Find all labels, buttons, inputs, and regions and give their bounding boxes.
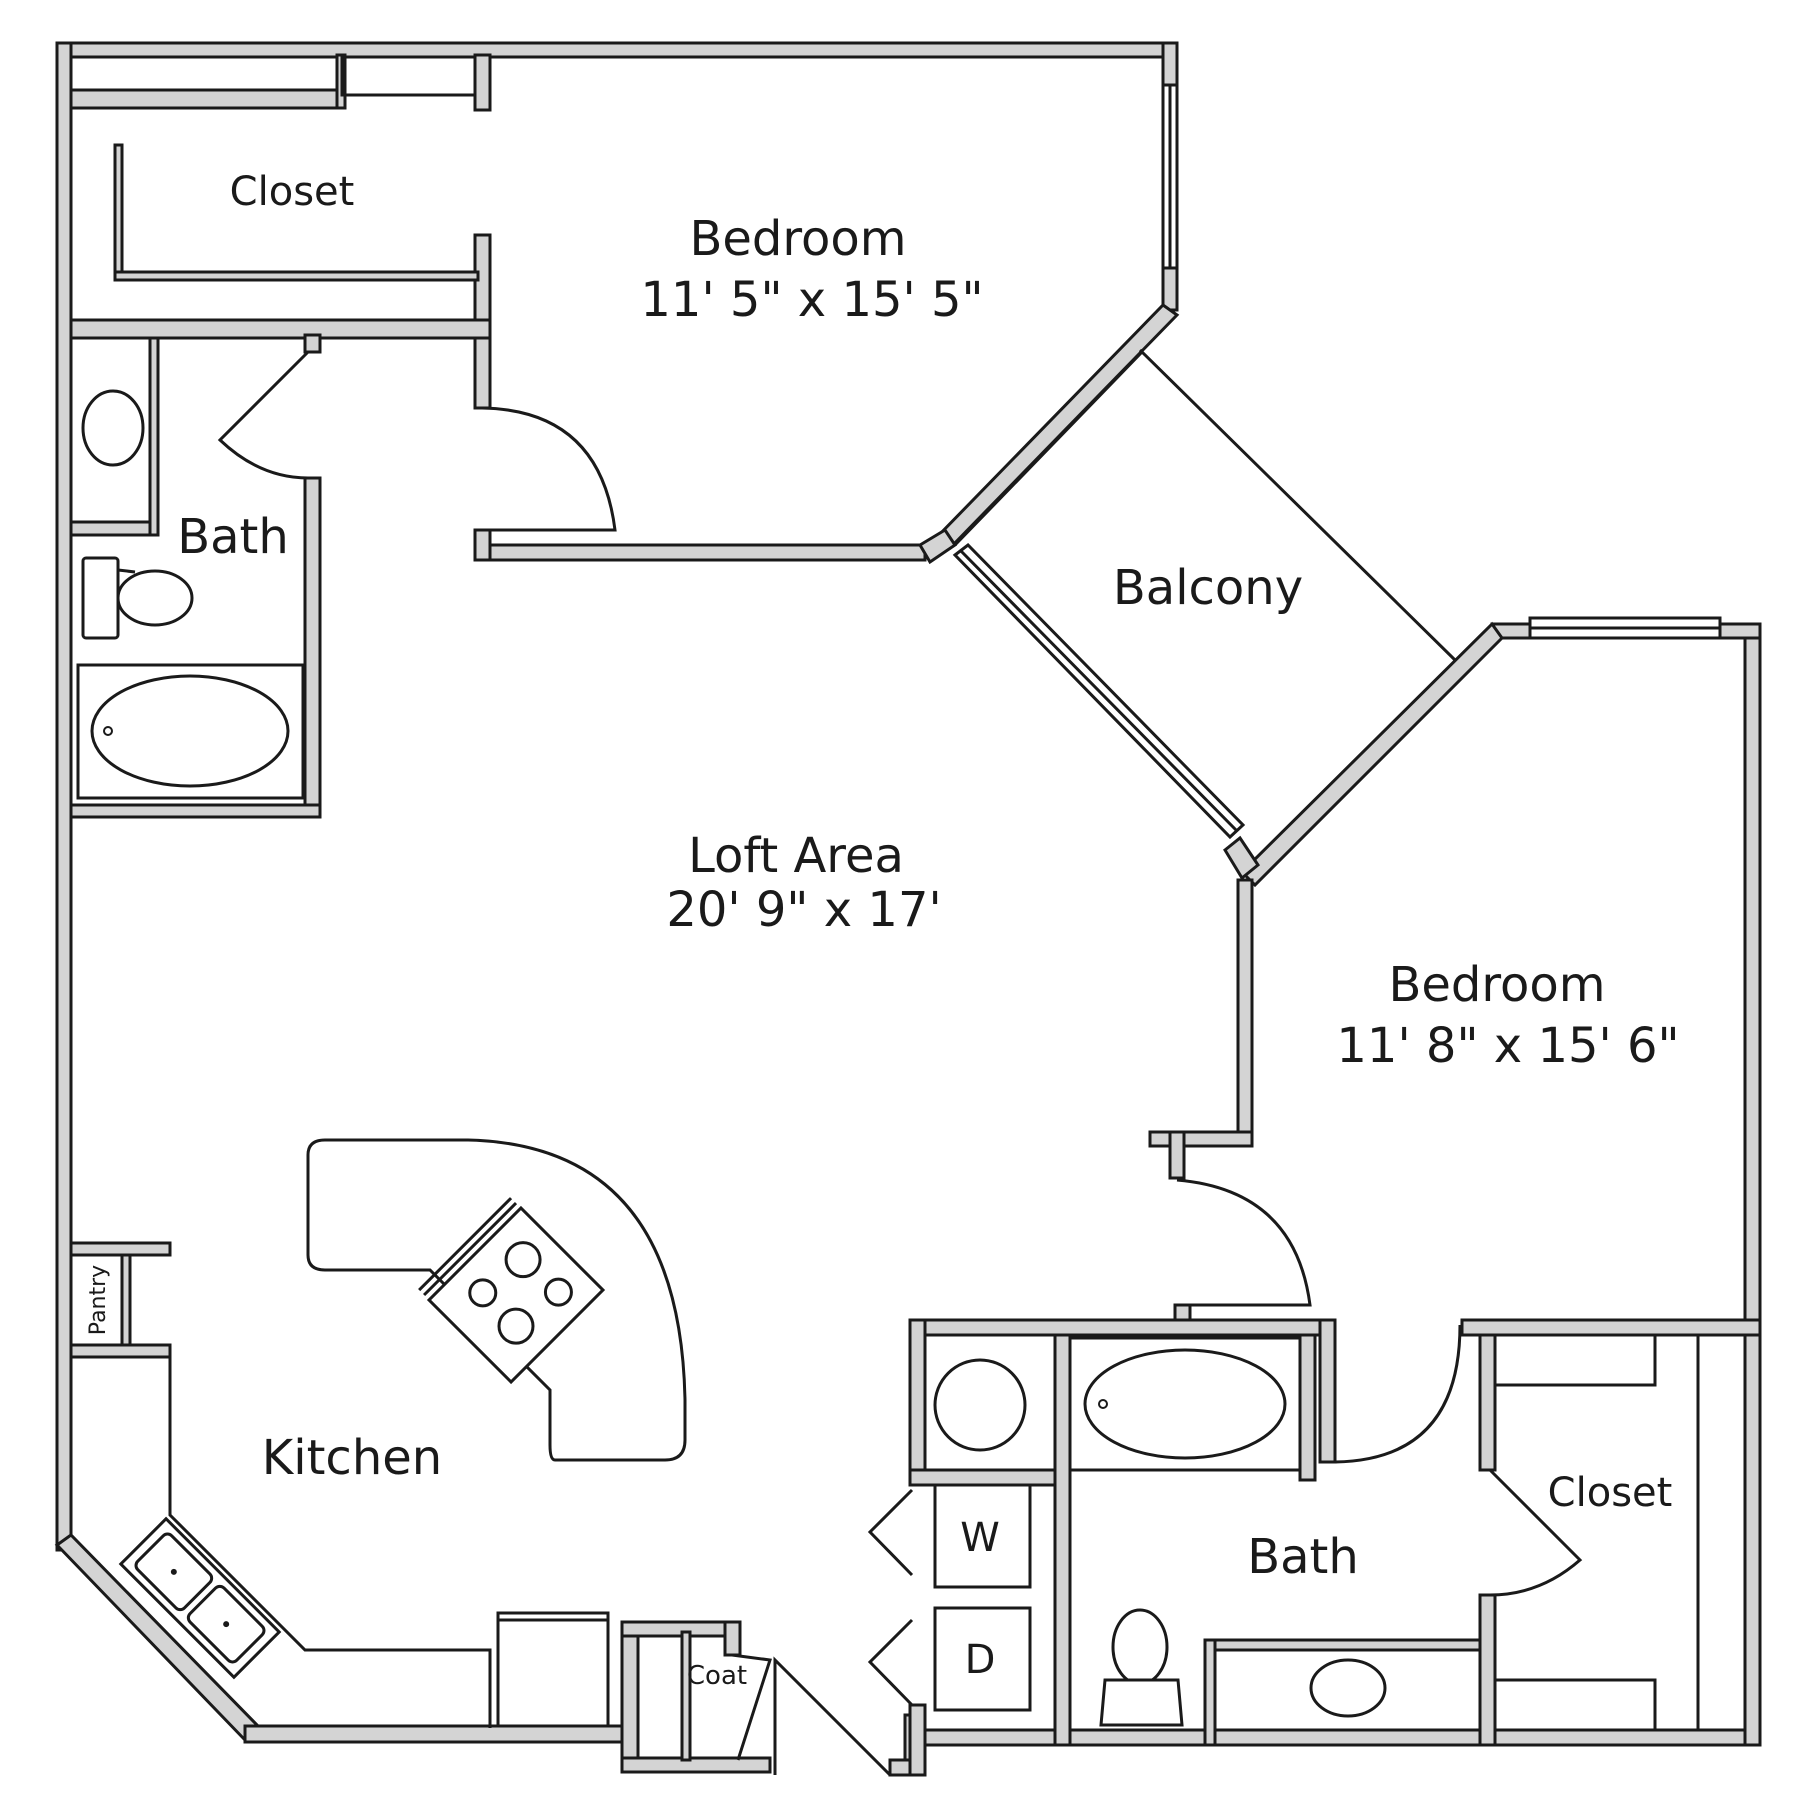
- door-bedroom-top: [481, 406, 617, 532]
- wall-bedroom-bottom: [476, 543, 927, 562]
- wall-right-bedroom-left: [1236, 878, 1254, 1142]
- wall-closet-right-left: [1478, 1318, 1497, 1472]
- wall-right-bedroom-step: [1148, 1130, 1254, 1148]
- closet-shelves-top: [340, 55, 477, 97]
- wall-bath-top-stub: [303, 333, 322, 354]
- wall-bath-vanity-left: [1203, 1638, 1217, 1747]
- door-bath-left: [217, 350, 310, 480]
- wall-laundry-mid: [908, 1468, 1072, 1487]
- label-coat: Coat: [687, 1661, 747, 1691]
- label-pantry: Pantry: [86, 1265, 111, 1335]
- wall-laundry-top: [908, 1318, 1337, 1337]
- door-closet-right: [1488, 1468, 1583, 1597]
- door-washer: [867, 1488, 914, 1577]
- door-bedroom-right: [1176, 1178, 1312, 1307]
- label-loft: Loft Area: [688, 828, 904, 884]
- wall-outer-right-top-2: [1161, 266, 1179, 312]
- label-closet-right: Closet: [1548, 1470, 1673, 1516]
- wall-diag-bedroom: [935, 303, 1180, 551]
- label-bedroom-right: Bedroom: [1388, 957, 1605, 1013]
- wall-closet-bottom: [69, 318, 492, 340]
- wall-bedroom-door-low: [473, 528, 492, 562]
- door-dryer: [867, 1618, 914, 1707]
- doors: [217, 350, 1583, 1777]
- label-dryer: D: [965, 1637, 996, 1683]
- label-bedroom-top-dims: 11' 5" x 15' 5": [640, 272, 983, 328]
- wall-outer-top: [55, 41, 1179, 59]
- wall-outer-bottom-coat: [620, 1620, 640, 1774]
- wall-outer-bottom-left: [243, 1724, 632, 1744]
- label-balcony: Balcony: [1113, 560, 1303, 616]
- dryer-icon: [933, 1606, 1032, 1712]
- wall-laundry-left: [908, 1318, 927, 1487]
- coat-shelf: [636, 1634, 684, 1760]
- label-bath-left: Bath: [177, 509, 289, 565]
- label-loft-dims: 20' 9" x 17': [666, 882, 941, 938]
- water-heater-icon: [933, 1358, 1027, 1452]
- door-bath-right: [1334, 1324, 1462, 1464]
- kitchen-island: [306, 1138, 687, 1462]
- wall-outer-right: [1743, 622, 1762, 1747]
- kitchen-counter: [168, 1357, 492, 1728]
- wall-outer-left: [55, 41, 73, 1552]
- wall-bath-vanity-divider: [69, 520, 160, 537]
- wall-pantry-top: [69, 1241, 172, 1257]
- window-bedroom-right: [1528, 616, 1722, 640]
- wall-closet-inner-left: [113, 143, 124, 280]
- closet-shelves-right: [1493, 1333, 1700, 1732]
- wall-laundry-divider: [1053, 1333, 1072, 1747]
- toilet-right-icon: [1099, 1608, 1184, 1727]
- wall-closet-right: [473, 53, 492, 112]
- wall-bath-right-jamb: [1318, 1318, 1337, 1464]
- door-entry: [773, 1656, 892, 1777]
- vanity-sink-right-icon: [1213, 1648, 1482, 1732]
- wall-coat-bottom: [620, 1756, 772, 1774]
- wall-right-bedroom-bottom: [1460, 1318, 1762, 1337]
- bathtub-right-icon: [1068, 1336, 1302, 1472]
- wall-closet-right-left-low: [1478, 1593, 1497, 1747]
- washer-icon: [933, 1483, 1032, 1589]
- label-bath-right: Bath: [1247, 1529, 1359, 1585]
- wall-bath-right: [303, 476, 322, 819]
- kitchen-sink-icon: [118, 1516, 282, 1680]
- wall-tub-right: [1298, 1333, 1317, 1482]
- wall-coat-right: [723, 1620, 742, 1657]
- sink-icon: [81, 389, 145, 467]
- wall-outer-right-top: [1161, 41, 1179, 87]
- bath-left-fixtures: [76, 389, 305, 800]
- label-closet-top: Closet: [230, 169, 355, 215]
- toilet-icon: [81, 556, 194, 640]
- bath-right-fixtures: [1068, 1336, 1482, 1732]
- wall-balcony-corner: [1223, 835, 1261, 881]
- labels: Closet Bedroom 11' 5" x 15' 5" Bath Balc…: [86, 169, 1680, 1691]
- window-bedroom-top: [1161, 83, 1179, 270]
- wall-pantry-side: [120, 1253, 132, 1347]
- label-bedroom-right-dims: 11' 8" x 15' 6": [1336, 1018, 1679, 1074]
- label-bedroom-top: Bedroom: [689, 211, 906, 267]
- wall-closet-inner-bottom: [113, 270, 480, 282]
- door-coat: [731, 1653, 772, 1761]
- sliding-door-balcony: [952, 543, 1246, 840]
- balcony-outline: [953, 348, 1457, 662]
- label-kitchen: Kitchen: [262, 1430, 442, 1486]
- walls: [54, 41, 1762, 1777]
- wall-right-bedroom-door-jamb: [1168, 1130, 1186, 1180]
- wall-pantry-bottom: [69, 1343, 172, 1359]
- wall-closet-top-shelf: [69, 88, 344, 110]
- wall-outer-bottom-right: [903, 1728, 1762, 1747]
- wall-diag-right-bedroom: [1239, 621, 1504, 888]
- wall-laundry-left-lower: [908, 1703, 927, 1777]
- laundry-fixtures: [923, 1333, 1057, 1712]
- wall-bath-vanity-side: [148, 336, 160, 537]
- bathtub-icon: [76, 663, 305, 800]
- refrigerator-icon: [496, 1611, 610, 1728]
- label-washer: W: [960, 1515, 1000, 1561]
- cooktop-icon: [418, 1197, 606, 1385]
- wall-tub-top-stub: [1173, 1303, 1192, 1322]
- wall-bath-bottom: [69, 803, 322, 819]
